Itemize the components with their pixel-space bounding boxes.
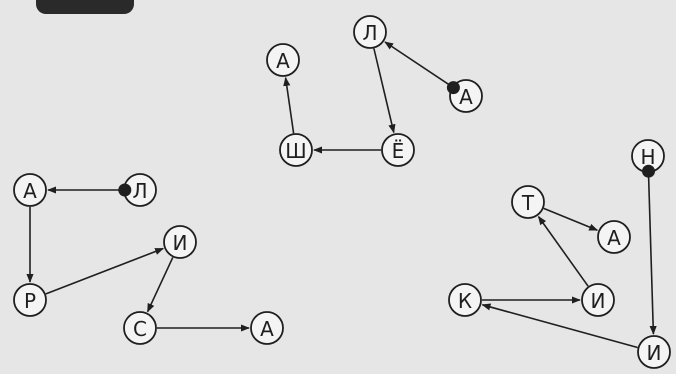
arrow-I3-to-T1 (537, 215, 589, 287)
letter-circle (381, 133, 415, 167)
header-tab (36, 0, 134, 14)
letter-node: Ш (279, 133, 313, 167)
letter-circle (597, 220, 631, 254)
letter-node: И (163, 225, 197, 259)
arrow-SH1-to-A2 (283, 76, 295, 134)
start-dot-marker (642, 164, 655, 178)
letter-label: Л (362, 21, 377, 45)
letter-label: Н (640, 145, 655, 169)
letter-node: С (123, 311, 157, 345)
arrow-I2-to-K1 (481, 303, 638, 349)
start-dot-marker (118, 183, 132, 197)
letter-circle (637, 335, 671, 369)
letter-node: А (597, 220, 631, 254)
letter-node: Р (13, 283, 47, 317)
start-dot-marker (446, 81, 460, 95)
letter-node: А (266, 43, 300, 77)
letter-node: А (250, 311, 284, 345)
arrow-L1-to-E1 (373, 48, 396, 134)
letter-label: А (260, 317, 274, 341)
letter-node: А (13, 173, 47, 207)
letter-label: Т (521, 191, 535, 215)
letter-circle (250, 311, 284, 345)
letter-label: Р (24, 289, 36, 313)
letter-label: А (23, 179, 37, 203)
arrow-T1-to-A6 (543, 207, 599, 231)
letter-circle (123, 311, 157, 345)
letter-label: И (173, 231, 188, 255)
letter-circle (13, 173, 47, 207)
letter-node: Л (123, 173, 157, 207)
letter-node: И (581, 283, 615, 317)
letter-circle (279, 133, 313, 167)
letter-circle (353, 15, 387, 49)
letter-node: Ё (381, 133, 415, 167)
letter-label: С (133, 317, 147, 341)
letter-circle (448, 283, 482, 317)
arrow-A3-to-L1 (384, 41, 453, 88)
letter-label: Ё (392, 139, 405, 163)
letter-circle (13, 283, 47, 317)
letter-label: Ш (285, 139, 306, 163)
letter-label: Л (132, 179, 147, 203)
letter-circle (581, 283, 615, 317)
arrow-R1-to-I1 (45, 247, 165, 295)
letter-node: К (448, 283, 482, 317)
letter-circle (163, 225, 197, 259)
letter-circle (266, 43, 300, 77)
letter-label: И (591, 289, 606, 313)
letter-label: К (458, 289, 472, 313)
letter-label: А (459, 85, 473, 109)
letter-node: Л (353, 15, 387, 49)
letter-label: А (607, 226, 621, 250)
letter-circle (511, 185, 545, 219)
letter-node: Т (511, 185, 545, 219)
letter-label: А (276, 49, 290, 73)
arrow-I1-to-S1 (146, 257, 174, 313)
arrow-N1-to-I2 (647, 172, 657, 335)
letter-node: И (637, 335, 671, 369)
letter-label: И (647, 341, 662, 365)
